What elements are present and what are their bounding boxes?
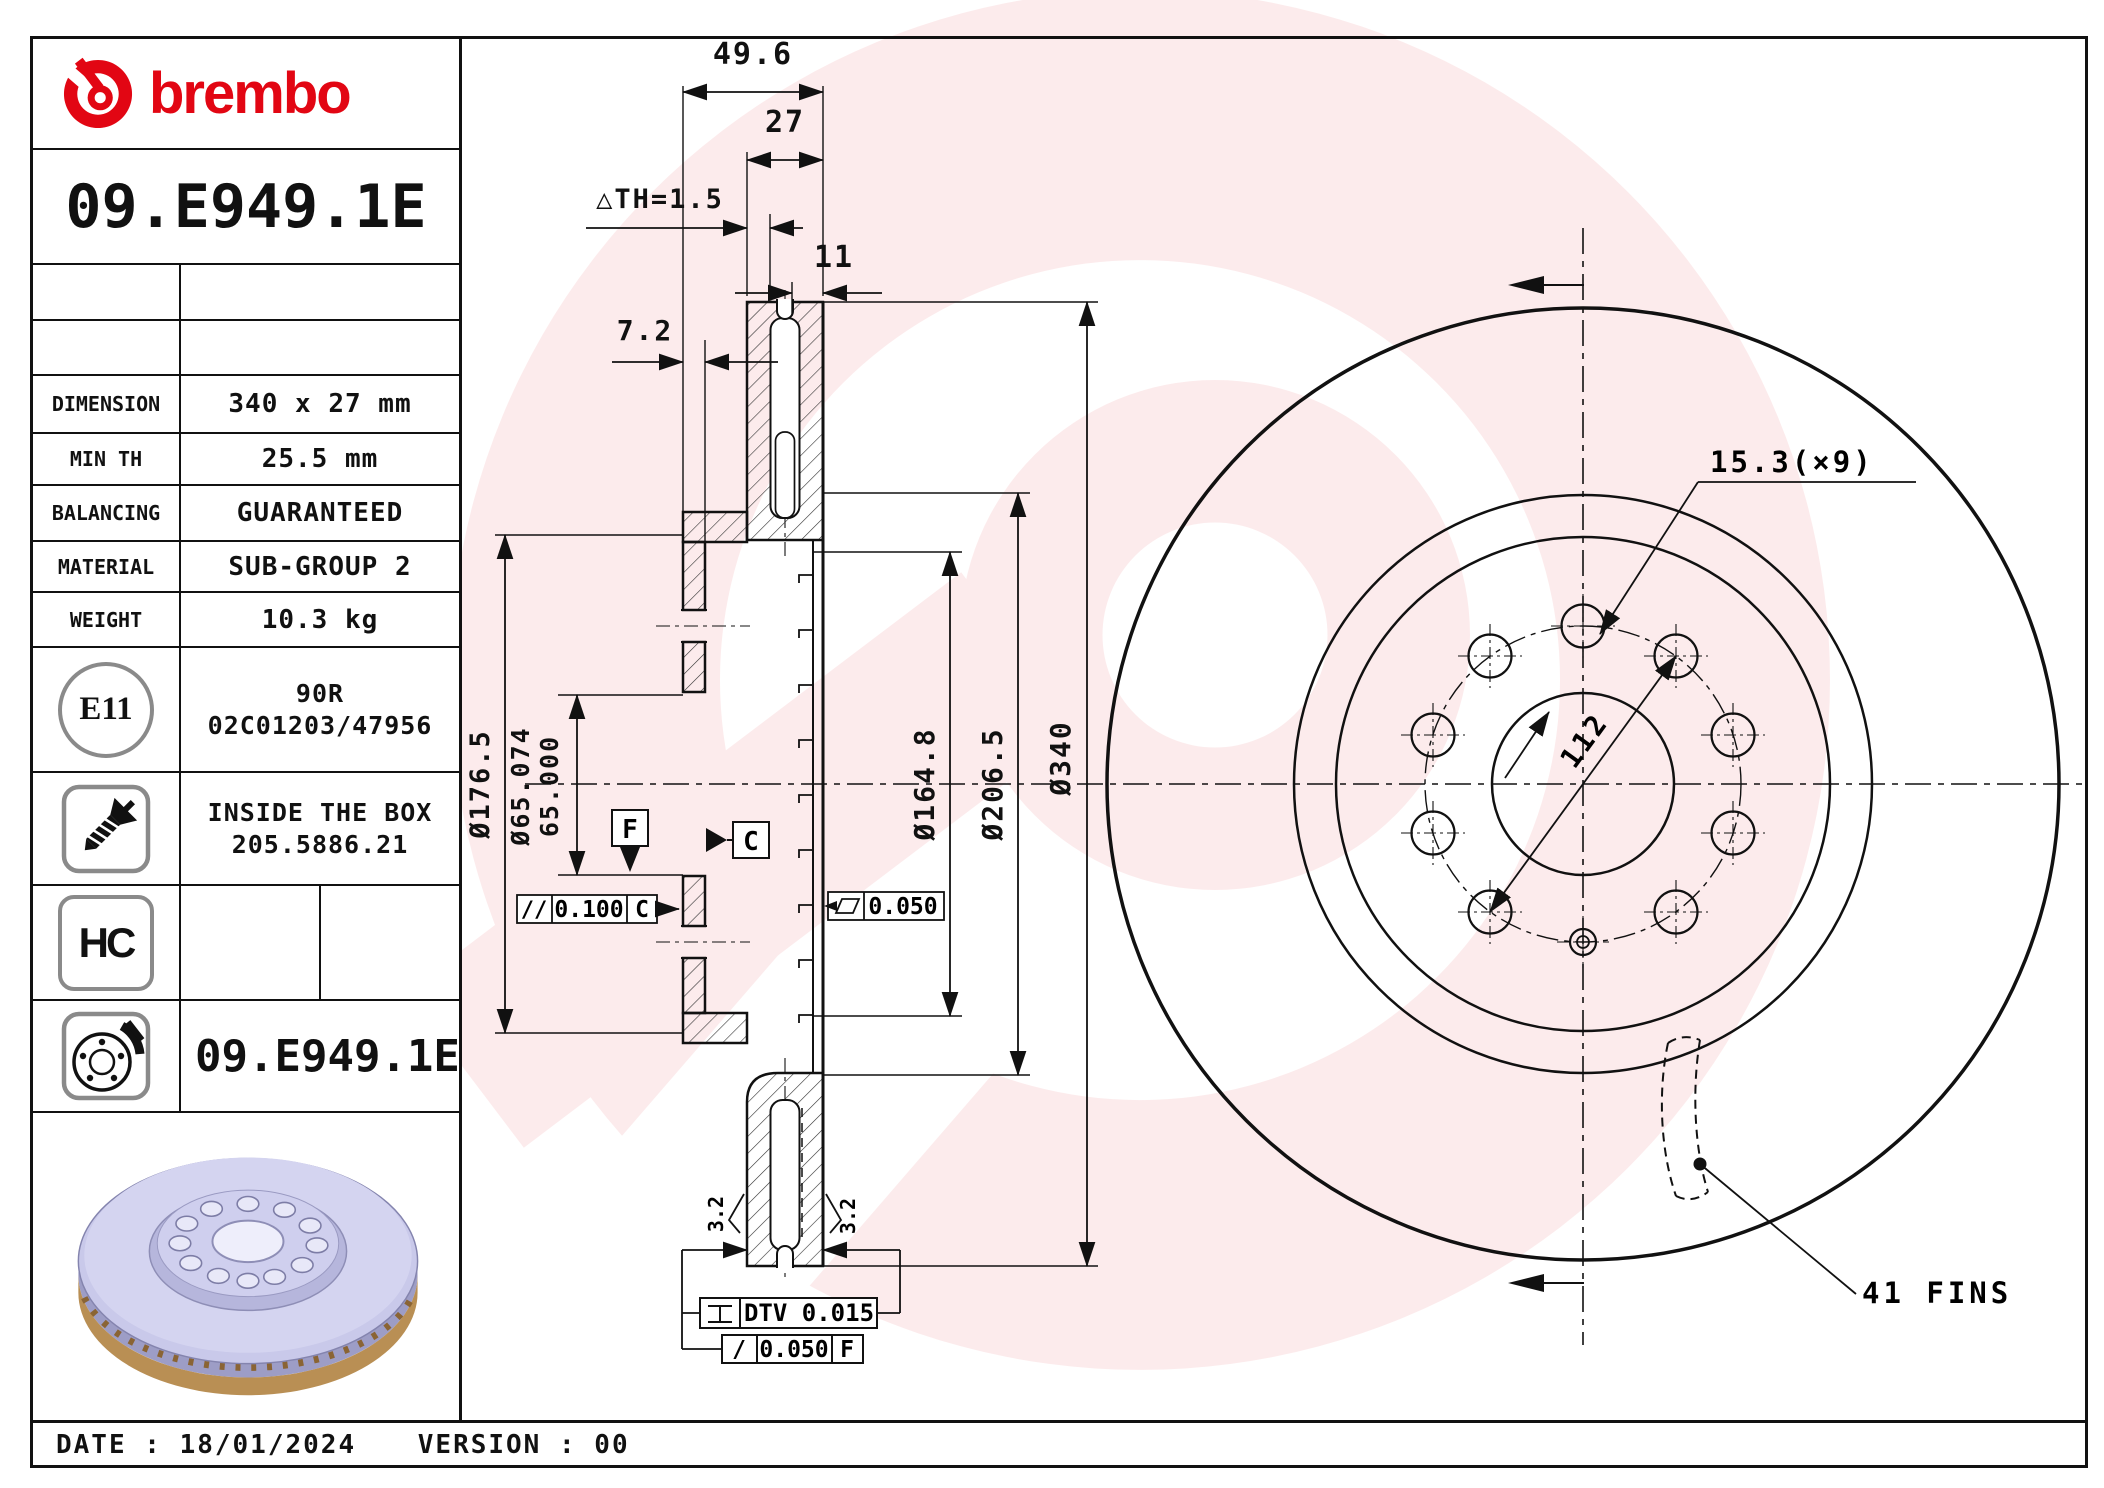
- runout-value: 0.050: [759, 1337, 828, 1363]
- part-number: 09.E949.1E: [65, 171, 427, 242]
- spec-row-dimension: DIMENSION 340 x 27 mm: [33, 376, 459, 434]
- spec-row-balancing: BALANCING GUARANTEED: [33, 486, 459, 542]
- face-view: 112 15.3(×9) 41 FINS: [1105, 276, 2061, 1310]
- hc-text: HC: [78, 918, 137, 966]
- inside-box-line2: 205.5886.21: [231, 829, 409, 859]
- spec-value: 10.3 kg: [261, 604, 379, 635]
- dtv-runout-frames: DTV 0.015 / 0.050 F: [681, 1241, 901, 1364]
- section-cut-arrows: [1508, 276, 1584, 1292]
- fin-ticks: [798, 574, 813, 1023]
- dia-bore-max: Ø65.074: [506, 726, 535, 846]
- od-notch-bot: [776, 1245, 794, 1268]
- parallelism-ref: C: [635, 897, 649, 923]
- dim-hat-thickness: 7.2: [617, 314, 674, 347]
- dim-wear-limit: △TH=1.5: [596, 184, 724, 215]
- extension-lines: [495, 86, 1098, 1267]
- fins-label: 41 FINS: [1862, 1276, 2012, 1310]
- dia-bore-min: 65.000: [535, 735, 564, 837]
- spec-label: MIN TH: [33, 434, 181, 484]
- spec-label: WEIGHT: [33, 593, 181, 646]
- datum-c: C: [706, 821, 770, 859]
- right-plate-profile: [798, 302, 825, 1266]
- dim-total-width: 49.6: [713, 37, 793, 72]
- footer: DATE : 18/01/2024 VERSION : 00: [56, 1430, 674, 1460]
- spec-value: SUB-GROUP 2: [228, 551, 412, 582]
- braking-band-circle: [1292, 493, 1874, 1075]
- datum-f-label: F: [622, 815, 638, 845]
- hat-circle: [1334, 535, 1832, 1033]
- brand-row: brembo: [33, 39, 459, 150]
- dia-outer: Ø340: [1044, 720, 1077, 796]
- roughness-left: 3.2: [704, 1196, 728, 1232]
- dim-disc-width: 27: [765, 105, 805, 140]
- disc-part-row: 09.E949.1E: [33, 1001, 460, 1113]
- title-block: brembo 09.E949.1E DIMENSION 340 x 27 mm …: [30, 36, 462, 1420]
- spec-row-material: MATERIAL SUB-GROUP 2: [33, 542, 459, 593]
- holes-label: 15.3(×9): [1710, 445, 1874, 479]
- roughness-right: 3.2: [836, 1198, 860, 1234]
- dia-band: Ø206.5: [976, 727, 1009, 841]
- footer-divider: [30, 1420, 2088, 1423]
- footer-date: DATE : 18/01/2024: [56, 1430, 357, 1460]
- brand-wordmark: brembo: [149, 60, 352, 126]
- hc-row: HC: [33, 886, 459, 1001]
- od-notch-top-fill: [777, 299, 793, 319]
- brake-disc-render: [77, 1157, 419, 1396]
- datum-f: F: [611, 809, 649, 872]
- od-notch-top: [776, 299, 794, 320]
- flatness-frame: 0.050: [824, 891, 945, 921]
- fin-profile-top: [774, 431, 796, 519]
- approval-row: E11 90R 02C01203/47956: [33, 648, 459, 773]
- product-render-row: [33, 1113, 459, 1423]
- fin-outline: [1660, 1036, 1709, 1201]
- approval-line2: 02C01203/47956: [207, 710, 433, 740]
- dtv-value: DTV 0.015: [744, 1299, 874, 1327]
- dia-inner: Ø164.8: [908, 727, 941, 841]
- bolt-hole-callout: 15.3(×9): [1504, 445, 1916, 779]
- approval-line1: 90R: [295, 679, 345, 709]
- inside-box-row: INSIDE THE BOX 205.5886.21: [33, 773, 459, 886]
- spec-label: BALANCING: [33, 486, 181, 540]
- spec-row-minth: MIN TH 25.5 mm: [33, 434, 459, 486]
- dtv-icon: [708, 1305, 732, 1323]
- outer-diameter-circle: [1105, 306, 2061, 1262]
- roughness-marks: 3.2 3.2: [704, 1193, 860, 1234]
- dia-hat: Ø176.5: [465, 729, 496, 840]
- empty-row-1: [33, 265, 459, 321]
- dimension-lines: [496, 83, 1096, 1268]
- inside-box-line1: INSIDE THE BOX: [207, 798, 433, 828]
- empty-row-2: [33, 321, 459, 376]
- spec-value: 25.5 mm: [261, 444, 379, 474]
- spec-label: MATERIAL: [33, 542, 181, 591]
- brake-disc-icon: [61, 1011, 151, 1101]
- datum-c-label: C: [743, 827, 759, 857]
- part-number-repeat: 09.E949.1E: [195, 1030, 460, 1082]
- hc-badge-icon: HC: [58, 894, 154, 991]
- hub-bolt-holes: [656, 609, 750, 959]
- fins-callout: 41 FINS: [1660, 1036, 2012, 1310]
- footer-version: VERSION : 00: [417, 1430, 630, 1460]
- flatness-value: 0.050: [868, 894, 937, 920]
- e11-mark-icon: E11: [58, 661, 154, 758]
- spec-value: GUARANTEED: [236, 498, 404, 528]
- runout-symbol: /: [732, 1337, 746, 1363]
- spec-label: DIMENSION: [33, 376, 181, 432]
- spec-row-weight: WEIGHT 10.3 kg: [33, 593, 459, 648]
- pcd-dim-line: [1489, 655, 1677, 913]
- e11-text: E11: [79, 691, 133, 727]
- runout-ref: F: [840, 1337, 854, 1363]
- screw-icon: [61, 784, 151, 873]
- parallelism-frame: // 0.100 C: [516, 894, 681, 924]
- spec-value: 340 x 27 mm: [228, 389, 412, 419]
- cross-section-view: 49.6 27 △TH=1.5 11 7.2 Ø176.5 Ø65.074 65…: [465, 37, 1098, 1364]
- brembo-logo-icon: [63, 57, 133, 128]
- flatness-icon: [834, 898, 861, 914]
- part-number-row: 09.E949.1E: [33, 150, 459, 265]
- dim-plate-thickness: 11: [814, 240, 854, 275]
- od-notch-bot-fill: [777, 1246, 793, 1268]
- parallelism-symbol: //: [521, 898, 548, 923]
- hat-shoulder-bot: [681, 1011, 749, 1045]
- parallelism-value: 0.100: [554, 897, 623, 923]
